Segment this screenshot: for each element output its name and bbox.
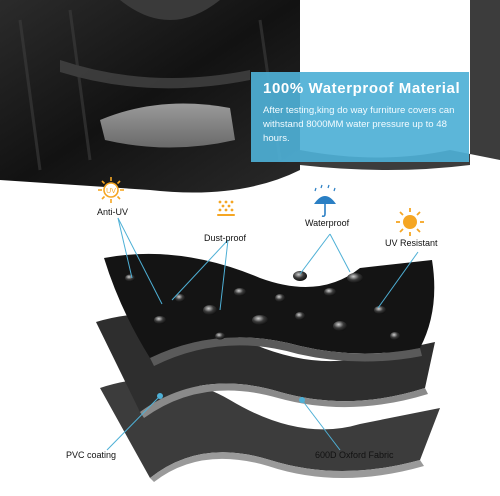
layer-label-oxford-fabric: 600D Oxford Fabric: [315, 450, 394, 460]
feature-label-waterproof: Waterproof: [305, 218, 350, 228]
dust-dots-icon: [217, 200, 235, 216]
umbrella-rain-icon: [314, 184, 336, 218]
pvc-coating-layer: [100, 378, 440, 482]
water-droplets: [125, 271, 400, 340]
oxford-fabric-marker: [299, 397, 305, 403]
callout-lines: [106, 217, 419, 451]
banner-body: After testing,king do way furniture cove…: [263, 105, 455, 144]
feature-label-anti-uv: Anti-UV: [97, 207, 129, 217]
pvc-coating-marker: [157, 393, 163, 399]
sun-icon: [396, 208, 424, 236]
feature-label-uv-resistant: UV Resistant: [385, 238, 438, 248]
svg-text:UV: UV: [106, 188, 116, 195]
fabric-layers-diagram: UV: [96, 177, 440, 482]
feature-label-dust-proof: Dust-proof: [204, 233, 247, 243]
waterproof-info-banner: 100% Waterproof Material After testing,k…: [251, 72, 469, 162]
banner-title: 100% Waterproof Material: [263, 80, 461, 97]
uv-sun-icon: UV: [98, 177, 124, 203]
layer-label-pvc-coating: PVC coating: [66, 450, 117, 460]
